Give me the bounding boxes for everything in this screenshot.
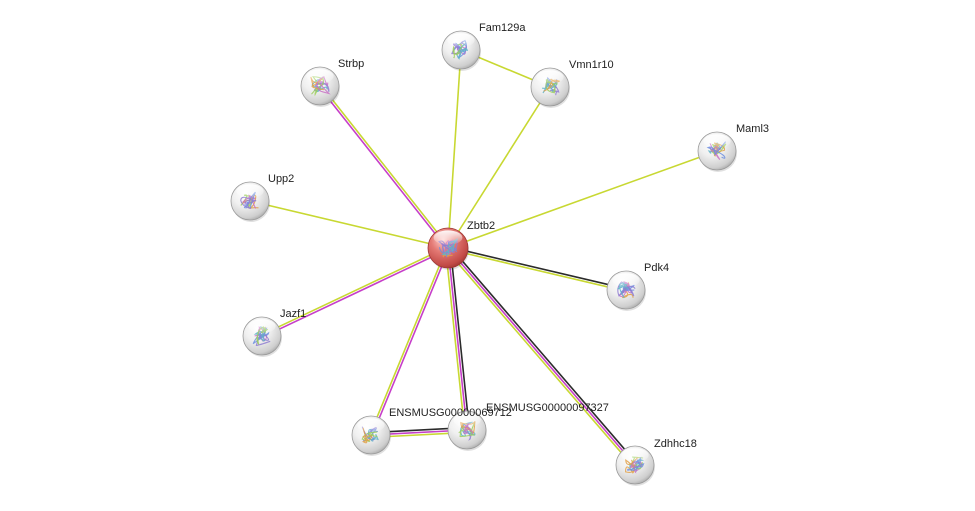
- node-label-maml3: Maml3: [736, 123, 769, 135]
- edge-experiments-line: [447, 247, 636, 466]
- node-ensmusg97327[interactable]: [447, 410, 487, 451]
- node-ensmusg69712[interactable]: [351, 415, 391, 456]
- node-vmn1r10[interactable]: [530, 67, 570, 108]
- node-label-pdk4: Pdk4: [644, 262, 669, 274]
- node-label-upp2: Upp2: [268, 173, 294, 185]
- edge-experiments-line: [318, 85, 448, 250]
- node-label-ensmusg97327: ENSMUSG00000097327: [486, 402, 609, 414]
- edge-zbtb2-strbp[interactable]: [318, 84, 450, 250]
- edge-zbtb2-pdk4[interactable]: [446, 246, 628, 292]
- node-zbtb2[interactable]: [427, 227, 469, 270]
- edge-zbtb2-ensmusg97327[interactable]: [444, 246, 471, 432]
- edge-textmining-line: [444, 247, 466, 432]
- node-maml3[interactable]: [697, 131, 737, 172]
- edge-coexpression-line: [449, 245, 638, 465]
- edge-zbtb2-ensmusg69712[interactable]: [369, 246, 450, 437]
- node-label-vmn1r10: Vmn1r10: [569, 59, 614, 71]
- edge-textmining-line: [447, 86, 551, 249]
- edges-layer: [249, 49, 718, 468]
- node-pdk4[interactable]: [606, 270, 646, 311]
- node-label-fam129a: Fam129a: [479, 22, 526, 34]
- edge-experiments-line: [447, 247, 468, 431]
- edge-zbtb2-vmn1r10[interactable]: [447, 86, 551, 249]
- edge-textmining-line: [369, 246, 448, 436]
- node-label-zbtb2: Zbtb2: [467, 220, 495, 232]
- node-gloss: [248, 319, 276, 333]
- edge-coexpression-line: [447, 246, 628, 290]
- node-label-zdhhc18: Zdhhc18: [654, 438, 697, 450]
- node-gloss: [433, 230, 463, 245]
- node-gloss: [621, 448, 649, 462]
- node-zdhhc18[interactable]: [615, 445, 655, 486]
- node-label-strbp: Strbp: [338, 58, 364, 70]
- node-gloss: [357, 418, 385, 432]
- edge-zbtb2-jazf1[interactable]: [260, 246, 450, 338]
- node-gloss: [447, 33, 475, 47]
- edge-textmining-line: [446, 248, 627, 292]
- node-jazf1[interactable]: [242, 316, 282, 357]
- edge-experiments-line: [371, 247, 450, 437]
- node-gloss: [612, 273, 640, 287]
- edge-textmining-line: [260, 246, 449, 336]
- edge-coexpression-line: [449, 246, 471, 431]
- node-gloss: [236, 184, 264, 198]
- edge-textmining-line: [447, 49, 462, 249]
- node-gloss: [306, 69, 334, 83]
- nodes-layer: [230, 30, 737, 486]
- edge-textmining-line: [320, 84, 450, 249]
- node-strbp[interactable]: [300, 66, 340, 107]
- edge-textmining-line: [447, 150, 718, 249]
- node-upp2[interactable]: [230, 181, 270, 222]
- edge-zbtb2-fam129a[interactable]: [447, 49, 462, 249]
- node-label-jazf1: Jazf1: [280, 308, 306, 320]
- edge-zbtb2-upp2[interactable]: [249, 200, 449, 249]
- edge-textmining-line: [249, 200, 449, 249]
- node-gloss: [453, 413, 481, 427]
- node-gloss: [703, 134, 731, 148]
- edge-experiments-line: [261, 248, 450, 338]
- node-gloss: [536, 70, 564, 84]
- edge-zbtb2-maml3[interactable]: [447, 150, 718, 249]
- edge-textmining-line: [445, 248, 634, 468]
- node-fam129a[interactable]: [441, 30, 481, 71]
- edge-zbtb2-zdhhc18[interactable]: [445, 245, 638, 468]
- node-label-ensmusg69712: ENSMUSG00000069712: [389, 407, 512, 419]
